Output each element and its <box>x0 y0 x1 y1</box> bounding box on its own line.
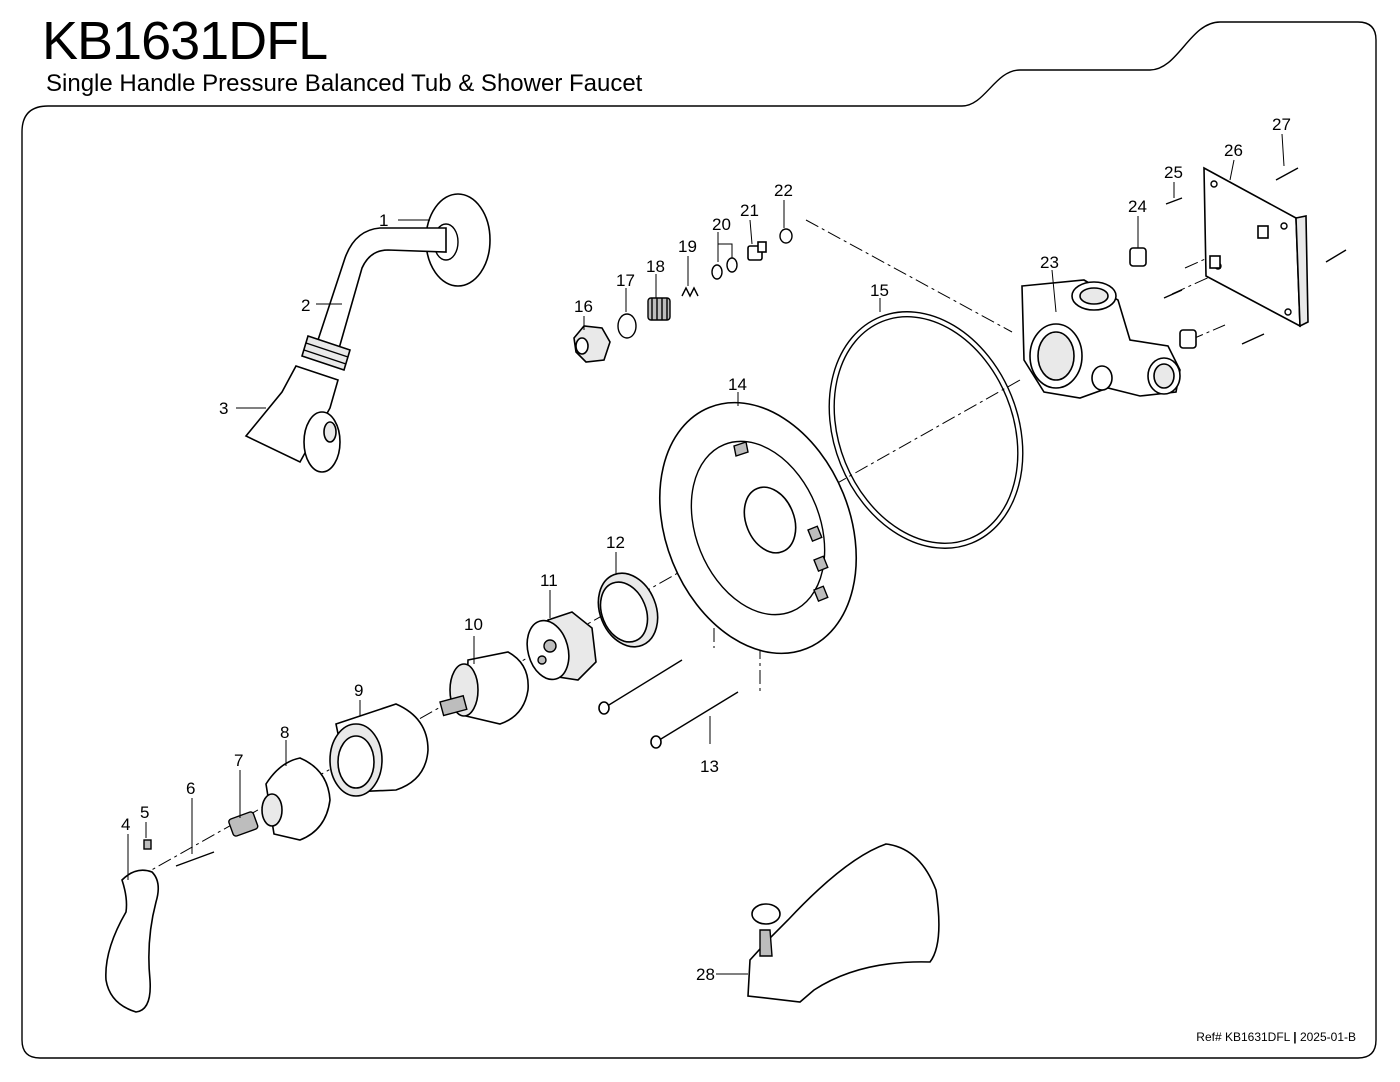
callout-24: 24 <box>1128 197 1147 216</box>
part-13-screws <box>598 659 739 749</box>
part-8-bonnet <box>261 757 331 841</box>
callout-17: 17 <box>616 271 635 290</box>
callout-26: 26 <box>1224 141 1243 160</box>
part-18-stem <box>647 297 671 321</box>
part-22-washer <box>779 228 793 244</box>
product-subtitle: Single Handle Pressure Balanced Tub & Sh… <box>46 70 643 97</box>
callout-12: 12 <box>606 533 625 552</box>
callout-5: 5 <box>140 803 149 822</box>
part-11-cartridge-disk <box>526 611 597 681</box>
part-14-escutcheon <box>658 401 858 655</box>
callout-numbers: 1 2 3 4 5 6 7 8 9 10 11 12 13 14 15 16 1… <box>121 115 1291 984</box>
part-6-set-screw <box>175 851 215 867</box>
callout-27: 27 <box>1272 115 1291 134</box>
callout-22: 22 <box>774 181 793 200</box>
part-23-valve-body <box>1021 279 1181 399</box>
callout-4: 4 <box>121 815 130 834</box>
callout-23: 23 <box>1040 253 1059 272</box>
diagram-frame <box>21 21 1377 1059</box>
callout-3: 3 <box>219 399 228 418</box>
part-27-screws <box>1275 167 1347 263</box>
callout-10: 10 <box>464 615 483 634</box>
callout-18: 18 <box>646 257 665 276</box>
part-26-mounting-plate <box>1203 166 1309 328</box>
part-4-lever-handle <box>105 869 160 1013</box>
part-16-bonnet-nut <box>573 325 611 363</box>
callout-13: 13 <box>700 757 719 776</box>
part-21-screw <box>747 241 767 261</box>
part-24-spacers <box>1129 247 1197 349</box>
part-9-sleeve <box>329 703 429 797</box>
callout-15: 15 <box>870 281 889 300</box>
part-2-shower-arm <box>301 227 447 372</box>
reference-separator: | <box>1293 1030 1297 1044</box>
reference-footer: Ref# KB1631DFL | 2025-01-B <box>1196 1030 1356 1044</box>
part-17-o-ring <box>617 313 637 339</box>
model-title: KB1631DFL <box>42 11 328 71</box>
part-5-button-screw <box>143 839 152 850</box>
callout-7: 7 <box>234 751 243 770</box>
callout-28: 28 <box>696 965 715 984</box>
callout-9: 9 <box>354 681 363 700</box>
callout-11: 11 <box>540 571 558 590</box>
part-12-ring <box>597 572 659 648</box>
callout-6: 6 <box>186 779 195 798</box>
revision-code: 2025-01-B <box>1299 1030 1356 1044</box>
callout-19: 19 <box>678 237 697 256</box>
part-20-washers <box>711 257 738 280</box>
part-7-adapter <box>228 811 259 837</box>
part-10-cartridge <box>439 651 529 725</box>
callout-25: 25 <box>1164 163 1183 182</box>
callout-16: 16 <box>574 297 593 316</box>
callout-14: 14 <box>728 375 747 394</box>
callout-2: 2 <box>301 296 310 315</box>
callout-8: 8 <box>280 723 289 742</box>
part-28-tub-spout <box>747 843 940 1003</box>
reference-number: Ref# KB1631DFL <box>1196 1030 1290 1044</box>
part-19-spring <box>681 286 699 298</box>
leader-lines <box>127 133 1285 975</box>
part-15-gasket <box>828 311 1024 549</box>
callout-20: 20 <box>712 215 731 234</box>
callout-1: 1 <box>379 211 388 230</box>
part-3-shower-head <box>244 365 341 473</box>
callout-21: 21 <box>740 201 759 220</box>
